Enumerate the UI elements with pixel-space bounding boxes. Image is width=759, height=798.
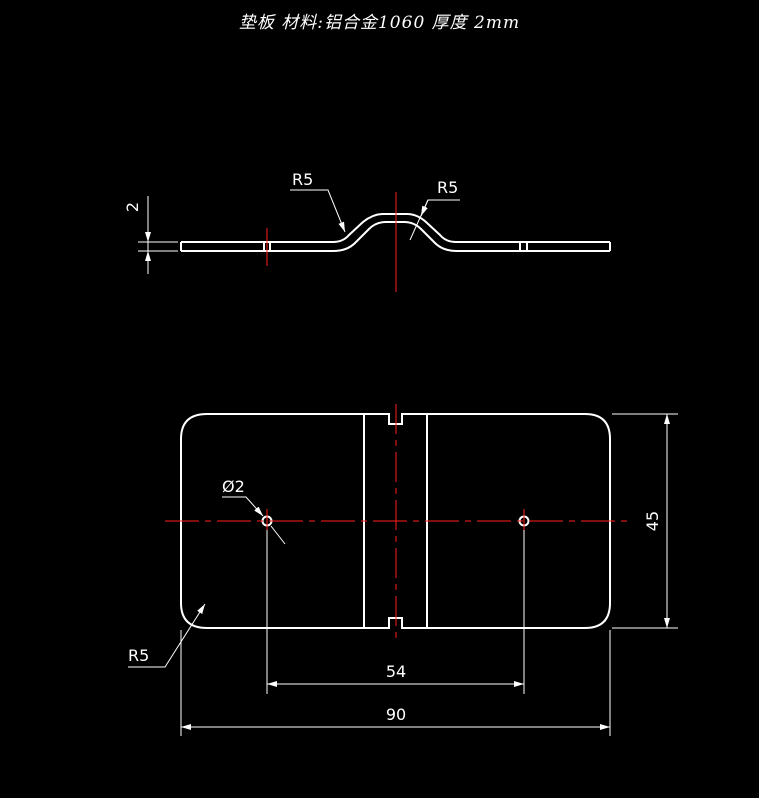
left-bend-radius-label: R5 bbox=[292, 170, 313, 189]
thickness-dim-label: 2 bbox=[123, 202, 142, 212]
height-dim-label: 45 bbox=[643, 511, 662, 531]
side-centerlines bbox=[266, 192, 397, 292]
hole-spacing-dim-label: 54 bbox=[386, 662, 406, 681]
right-radius-arrow bbox=[420, 199, 429, 217]
drawing-title: 垫板 材料:铝合金1060 厚度 2mm bbox=[238, 13, 521, 33]
right-bend-radius-label: R5 bbox=[437, 178, 458, 197]
side-profile-top-edge bbox=[181, 213, 610, 243]
side-profile-bottom-edge bbox=[181, 221, 610, 252]
top-dimensions bbox=[128, 413, 678, 736]
right-radius-leader bbox=[409, 199, 460, 241]
side-dimensions bbox=[138, 189, 460, 274]
hole-dia-leader bbox=[222, 496, 264, 517]
top-centerlines bbox=[165, 404, 627, 640]
corner-radius-leader bbox=[128, 603, 206, 668]
hole-dia-label: Ø2 bbox=[222, 477, 245, 496]
left-radius-leader bbox=[290, 189, 346, 233]
side-view bbox=[180, 213, 611, 252]
hole-dia-leader-tail bbox=[270, 525, 286, 545]
plate-outline bbox=[180, 413, 611, 629]
overall-width-dim-label: 90 bbox=[386, 705, 406, 724]
corner-radius-label: R5 bbox=[128, 646, 149, 665]
